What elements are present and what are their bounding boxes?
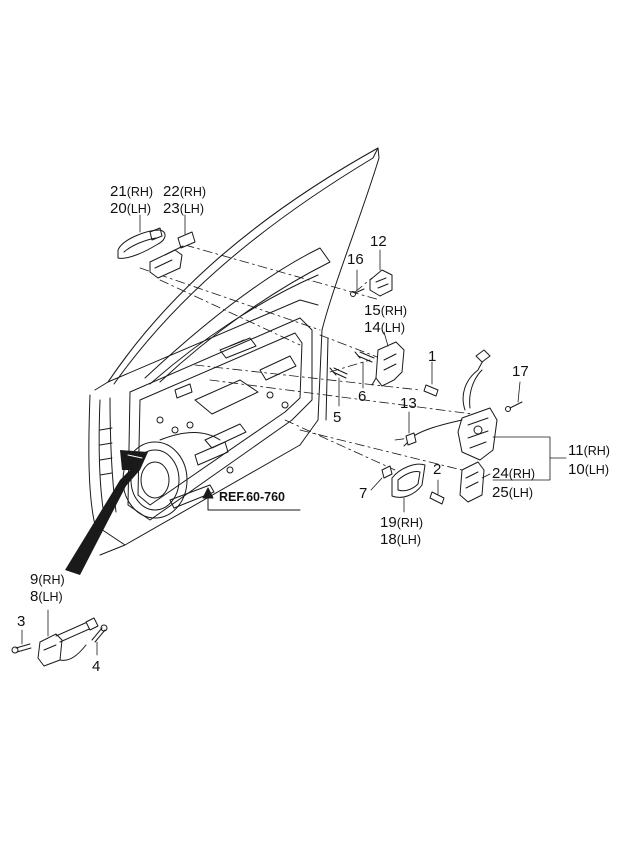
callout-5: 5: [333, 409, 342, 426]
callout-24: 24(RH): [492, 465, 536, 482]
callout-16: 16: [347, 251, 364, 268]
inner-door-panel: [99, 317, 313, 521]
bolt-2: [429, 491, 445, 505]
door-checker: [37, 617, 99, 667]
callout-12: 12: [370, 233, 387, 250]
callout-19: 19(RH): [380, 514, 424, 531]
bolt-3: [11, 643, 32, 654]
part-12-bracket: [369, 269, 393, 297]
door-latch-assembly: [403, 349, 498, 461]
callout-9: 9(RH): [30, 571, 65, 588]
callout-21: 21(RH): [110, 183, 154, 200]
bolt-6: [354, 351, 375, 363]
part-14-15-bracket: [371, 341, 405, 387]
outside-handle-assembly: [117, 227, 196, 279]
callout-13: 13: [400, 395, 417, 412]
inside-handle: [391, 463, 426, 498]
door-frame: [88, 147, 380, 556]
callout-22: 22(RH): [163, 183, 207, 200]
door-checker-arrow: [65, 450, 148, 575]
callout-3: 3: [17, 613, 26, 630]
callout-18: 18(LH): [380, 531, 421, 548]
part-16-screw: [350, 288, 365, 297]
callout-1: 1: [428, 348, 437, 365]
callout-6: 6: [358, 388, 367, 405]
reference-pointer: [202, 487, 301, 511]
part-7-clip: [381, 465, 393, 479]
assembly-guide-lines: [139, 244, 481, 471]
callout-7: 7: [359, 485, 368, 502]
callout-2: 2: [433, 461, 442, 478]
callout-14: 14(LH): [364, 319, 405, 336]
part-13-clip: [405, 432, 417, 446]
part-24-25-actuator: [459, 461, 485, 503]
callout-10: 10(LH): [568, 461, 609, 478]
reference-label: REF.60-760: [219, 490, 286, 504]
leader-lines: [21, 214, 567, 656]
callout-25: 25(LH): [492, 484, 533, 501]
callout-4: 4: [92, 658, 101, 675]
callout-23: 23(LH): [163, 200, 204, 217]
callout-20: 20(LH): [110, 200, 151, 217]
bolt-1: [423, 384, 439, 397]
callout-15: 15(RH): [364, 302, 408, 319]
callout-8: 8(LH): [30, 588, 63, 605]
part-17-screw: [505, 401, 523, 412]
callout-17: 17: [512, 363, 529, 380]
bolt-5: [329, 367, 348, 379]
bolt-4: [91, 624, 108, 643]
callout-11: 11(RH): [568, 442, 610, 459]
